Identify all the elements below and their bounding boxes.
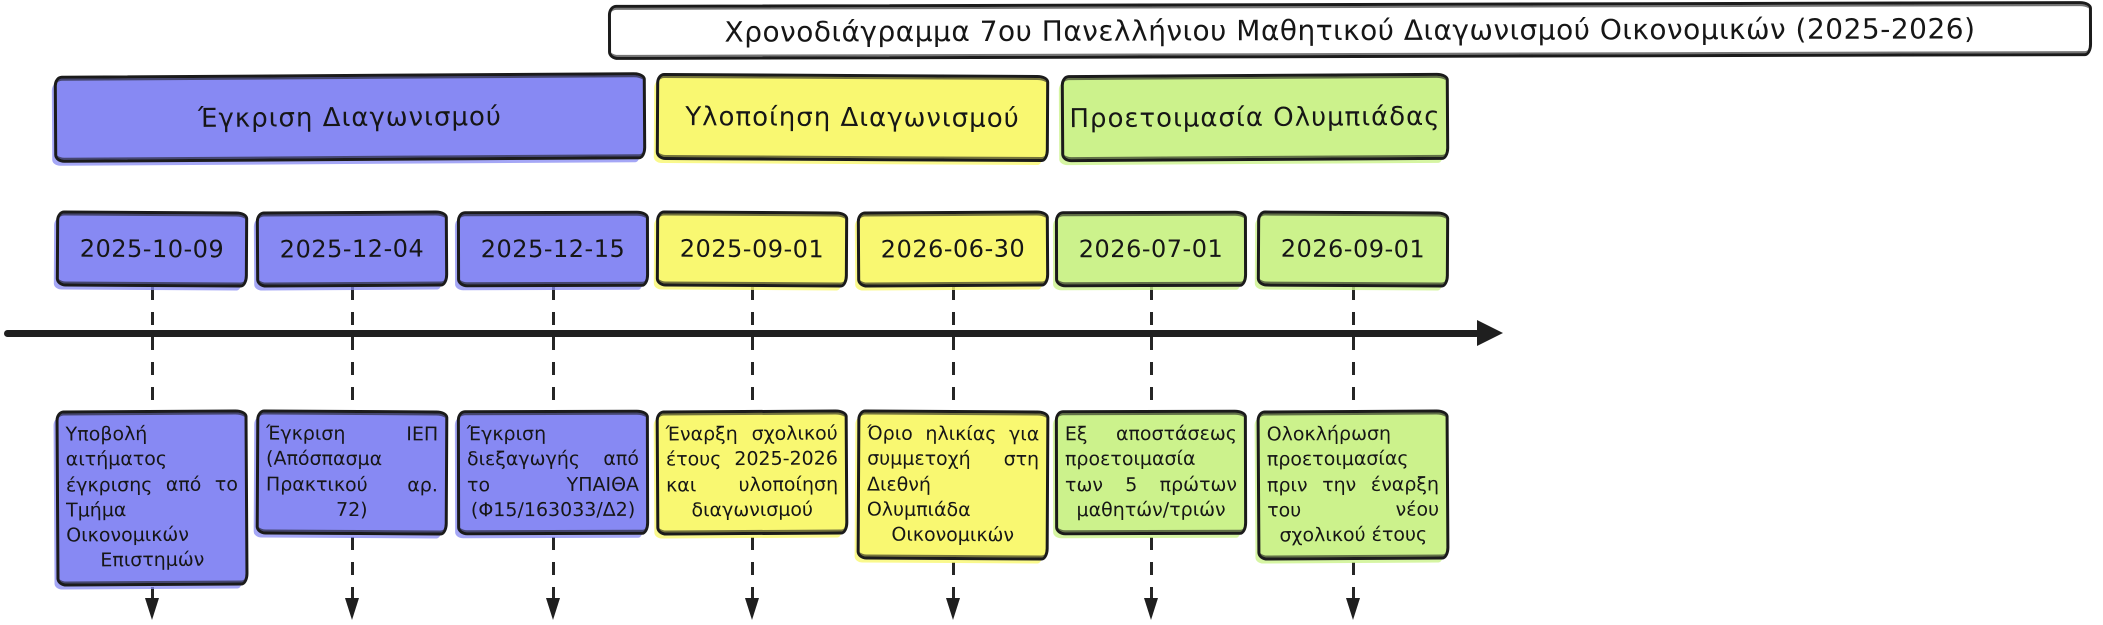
event-date: 2026-09-01: [1280, 234, 1426, 264]
section-label: Υλοποίηση Διαγωνισμού: [685, 101, 1020, 134]
event-date-box: 2025-10-09: [55, 210, 249, 288]
event-description-box: Υποβολή αιτήματος έγκρισης από το Τμήμα …: [55, 409, 249, 587]
section-label: Έγκριση Διαγωνισμού: [198, 101, 502, 134]
event-description-box: Έναρξη σχολικού έτους 2025-2026 και υλοπ…: [655, 409, 849, 536]
event-date-box: 2026-09-01: [1256, 210, 1450, 288]
section-header-approval: Έγκριση Διαγωνισμού: [53, 72, 647, 163]
event-date: 2026-06-30: [880, 234, 1026, 264]
event-date-box: 2025-12-04: [255, 210, 449, 288]
event-date-box: 2026-06-30: [856, 210, 1050, 288]
down-arrowhead-icon: [946, 598, 960, 620]
event-description: Εξ αποστάσεως προετοιμασία των 5 πρώτων …: [1064, 422, 1238, 521]
down-arrowhead-icon: [546, 598, 560, 620]
event-description-box: Έγκριση διεξαγωγής από το ΥΠΑΙΘΑ (Φ15/16…: [456, 409, 650, 536]
down-arrowhead-icon: [345, 598, 359, 620]
event-description-box: Ολοκλήρωση προετοιμασίας πριν την έναρξη…: [1256, 409, 1450, 561]
timeline-axis-arrowhead-icon: [1477, 320, 1503, 346]
down-arrowhead-icon: [745, 598, 759, 620]
event-description: Έναρξη σχολικού έτους 2025-2026 και υλοπ…: [665, 422, 839, 522]
diagram-title-text: Χρονοδιάγραμμα 7ου Πανελλήνιου Μαθητικού…: [724, 12, 1976, 49]
event-description-box: Εξ αποστάσεως προετοιμασία των 5 πρώτων …: [1054, 409, 1248, 536]
event-date: 2026-07-01: [1078, 234, 1224, 264]
event-description: Υποβολή αιτήματος έγκρισης από το Τμήμα …: [65, 423, 238, 572]
diagram-title: Χρονοδιάγραμμα 7ου Πανελλήνιου Μαθητικού…: [607, 1, 2093, 60]
event-date-box: 2025-09-01: [655, 210, 849, 288]
event-date: 2025-10-09: [79, 234, 225, 264]
section-header-implementation: Υλοποίηση Διαγωνισμού: [655, 72, 1050, 163]
event-description: Ολοκλήρωση προετοιμασίας πριν την έναρξη…: [1266, 422, 1440, 547]
event-description-box: Έγκριση ΙΕΠ (Απόσπασμα Πρακτικού αρ. 72): [255, 409, 449, 536]
event-description: Όριο ηλικίας για συμμετοχή στη Διεθνή Ολ…: [866, 422, 1040, 547]
event-description: Έγκριση ΙΕΠ (Απόσπασμα Πρακτικού αρ. 72): [265, 422, 439, 521]
event-date-box: 2025-12-15: [456, 210, 650, 288]
down-arrowhead-icon: [1346, 598, 1360, 620]
timeline-axis: [4, 330, 1480, 337]
down-arrowhead-icon: [1144, 598, 1158, 620]
event-description: Έγκριση διεξαγωγής από το ΥΠΑΙΘΑ (Φ15/16…: [466, 423, 640, 522]
event-date: 2025-12-15: [480, 234, 626, 264]
section-label: Προετοιμασία Ολυμπιάδας: [1069, 101, 1441, 134]
event-date: 2025-12-04: [279, 234, 425, 264]
event-date: 2025-09-01: [679, 234, 825, 264]
section-header-olympiad-preparation: Προετοιμασία Ολυμπιάδας: [1060, 72, 1450, 163]
event-date-box: 2026-07-01: [1054, 210, 1248, 288]
event-description-box: Όριο ηλικίας για συμμετοχή στη Διεθνή Ολ…: [856, 409, 1050, 561]
down-arrowhead-icon: [145, 598, 159, 620]
